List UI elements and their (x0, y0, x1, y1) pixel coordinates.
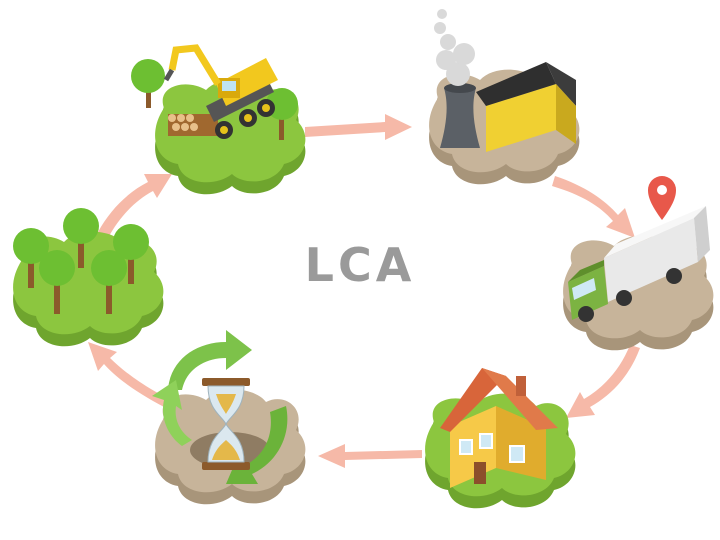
tree-icon (91, 250, 127, 314)
arrow-manufacturing-to-transport (552, 176, 635, 238)
stage-manufacturing (429, 9, 580, 185)
stage-use (425, 368, 576, 509)
factory-icon (434, 9, 576, 152)
forest-icon (13, 208, 149, 314)
stage-end-of-life (152, 330, 306, 505)
tree-icon (13, 228, 49, 288)
excavator-icon (131, 44, 298, 140)
center-label: LCA (304, 238, 416, 292)
tree-icon (131, 59, 165, 108)
tree-icon (39, 250, 75, 314)
stage-regrowth (13, 208, 164, 347)
arrow-extraction-to-manufacturing (305, 114, 412, 140)
smoke-icon (434, 9, 475, 86)
location-pin-icon (648, 176, 676, 220)
recycle-hourglass-icon (152, 330, 288, 484)
arrow-end-of-life-to-regrowth (88, 342, 175, 410)
tree-icon (113, 224, 149, 284)
cycle-arrows (88, 114, 640, 468)
arrow-regrowth-to-extraction (98, 174, 172, 238)
arrow-use-to-end-of-life (318, 444, 422, 468)
tree-icon (63, 208, 99, 268)
truck-icon (568, 206, 710, 322)
stage-transport (563, 176, 714, 351)
stage-extraction (131, 44, 306, 195)
arrow-transport-to-use (566, 345, 640, 418)
house-icon (440, 368, 558, 488)
